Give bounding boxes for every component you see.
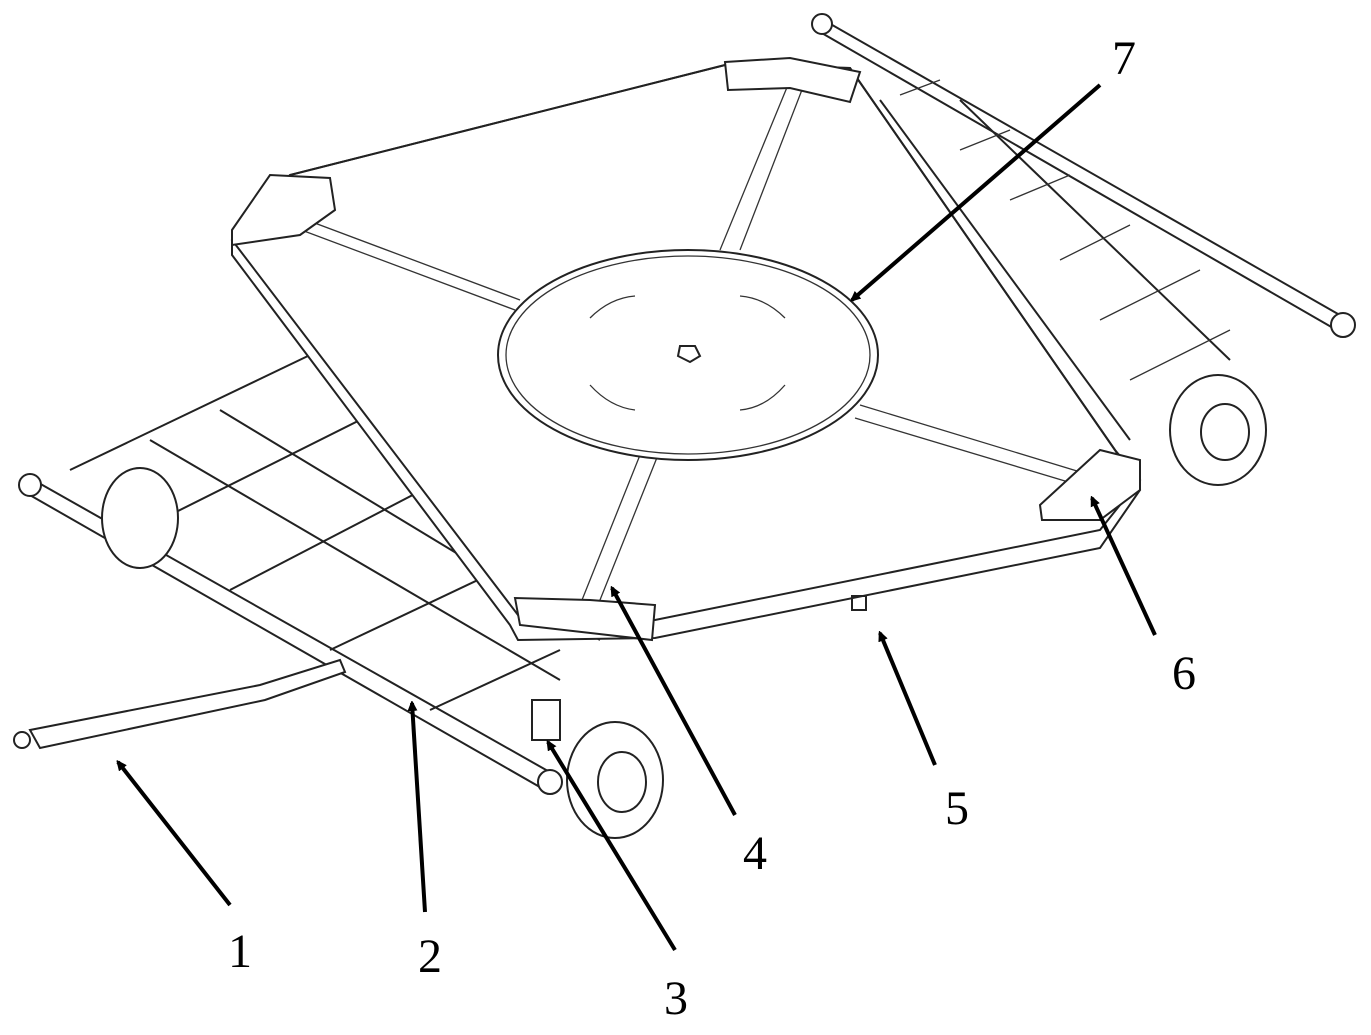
- callout-1: 1: [228, 928, 252, 976]
- callout-3: 3: [664, 975, 688, 1023]
- wheel-right-rear: [1170, 375, 1266, 485]
- tow-bar: [14, 660, 345, 748]
- callout-6: 6: [1172, 650, 1196, 698]
- callout-2: 2: [418, 933, 442, 981]
- spring-damper: [532, 700, 560, 740]
- wheel-left-rear: [102, 468, 178, 568]
- callout-7: 7: [1112, 35, 1136, 83]
- wheel-left-front: [567, 722, 663, 838]
- callout-4: 4: [743, 830, 767, 878]
- turntable-disc: [498, 250, 878, 460]
- callout-5: 5: [945, 785, 969, 833]
